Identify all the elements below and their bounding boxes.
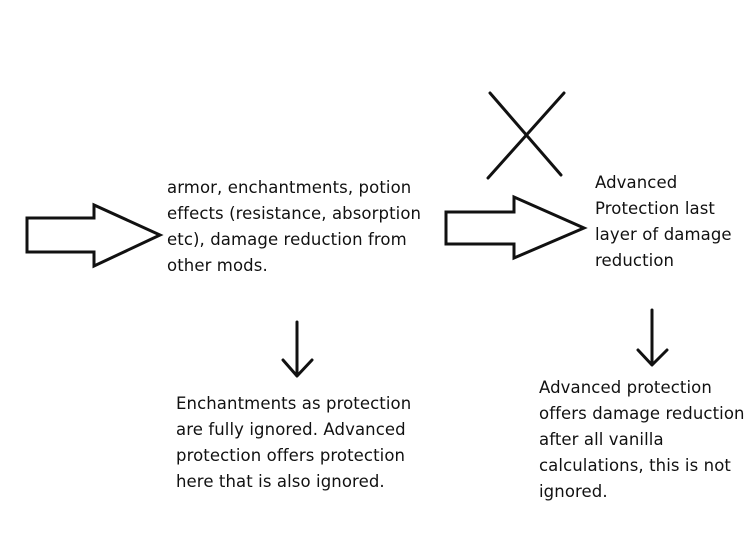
text-advanced-protection-not-ignored: Advanced protection offers damage reduct… — [539, 378, 745, 501]
text-inputs-damage-sources: armor, enchantments, potion effects (res… — [167, 178, 422, 275]
text-advanced-protection-layer: Advanced Protection last layer of damage… — [595, 173, 732, 270]
down-arrow-right — [636, 308, 669, 367]
text-enchantments-ignored: Enchantments as protection are fully ign… — [176, 394, 412, 491]
right-arrow-middle — [444, 194, 588, 261]
cross-mark — [486, 91, 566, 180]
down-arrow-left — [281, 320, 314, 378]
right-arrow-left — [25, 202, 164, 269]
